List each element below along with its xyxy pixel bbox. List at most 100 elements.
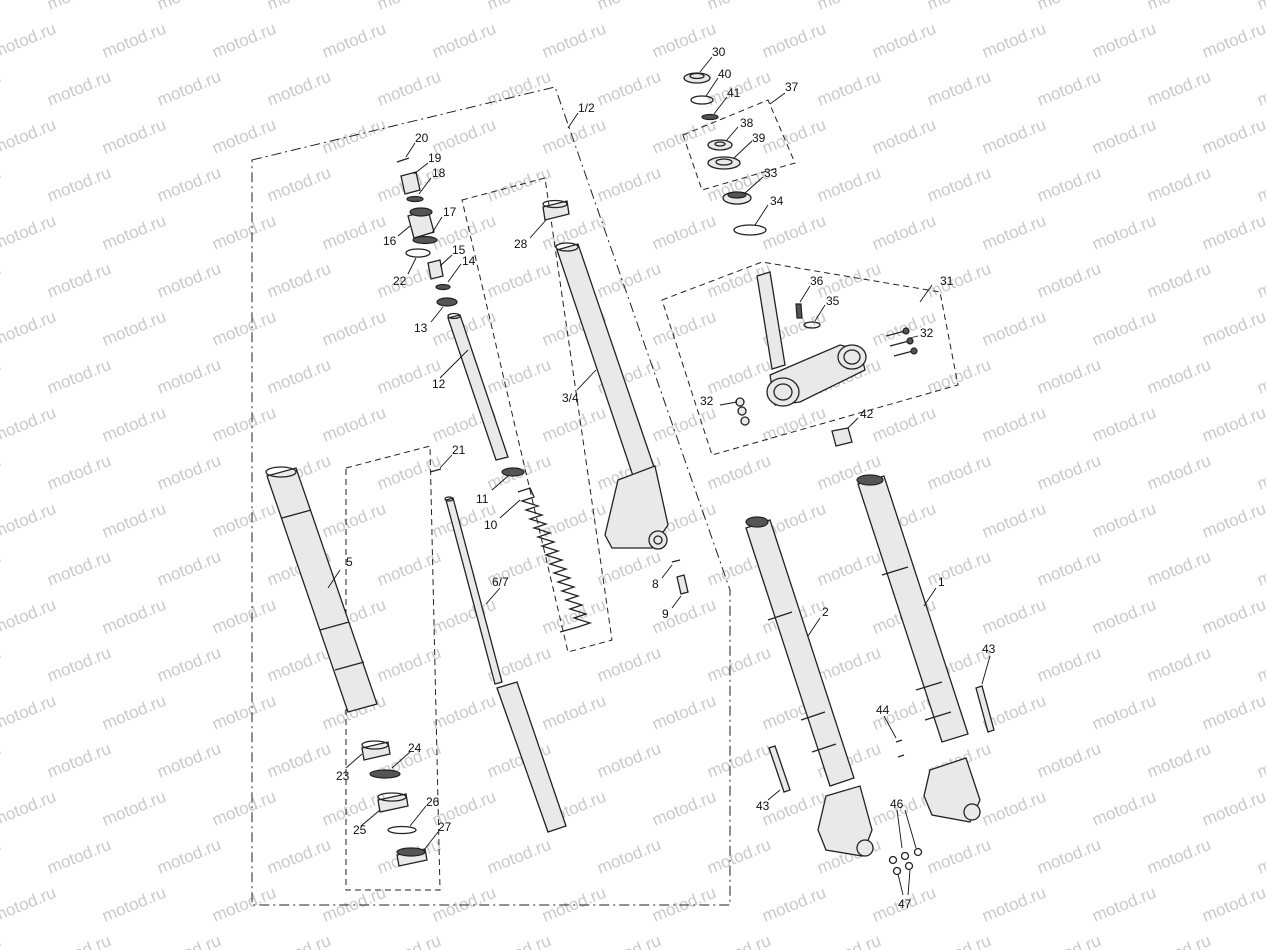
- bearing-33: [722, 191, 752, 205]
- watermark-text: motod.ru: [1199, 19, 1266, 62]
- watermark-text: motod.ru: [594, 835, 663, 878]
- watermark-text: motod.ru: [979, 403, 1048, 446]
- watermark-text: motod.ru: [649, 211, 718, 254]
- watermark-text: motod.ru: [44, 835, 113, 878]
- watermark-text: motod.ru: [704, 451, 773, 494]
- watermark-text: motod.ru: [154, 163, 223, 206]
- watermark-text: motod.ru: [1034, 547, 1103, 590]
- callout-33: 33: [764, 166, 778, 180]
- watermark-text: motod.ru: [264, 0, 333, 14]
- watermark-text: motod.ru: [1034, 259, 1103, 302]
- watermark-text: motod.ru: [1144, 547, 1213, 590]
- watermark-text: motod.ru: [759, 883, 828, 926]
- watermark-text: motod.ru: [319, 19, 388, 62]
- watermark-text: motod.ru: [264, 835, 333, 878]
- watermark-text: motod.ru: [484, 835, 553, 878]
- callout-13: 13: [414, 321, 428, 335]
- watermark-text: motod.ru: [264, 67, 333, 110]
- watermark-text: motod.ru: [0, 211, 59, 254]
- callout-31: 31: [940, 274, 954, 288]
- watermark-text: motod.ru: [0, 163, 4, 206]
- watermark-text: motod.ru: [1144, 355, 1213, 398]
- callout-43-left: 43: [756, 799, 770, 813]
- watermark-text: motod.ru: [374, 931, 443, 950]
- watermark-text: motod.ru: [594, 67, 663, 110]
- watermark-text: motod.ru: [1089, 595, 1158, 638]
- watermark-text: motod.ru: [539, 691, 608, 734]
- watermark-text: motod.ru: [759, 211, 828, 254]
- callout-20: 20: [415, 131, 429, 145]
- callout-19: 19: [428, 151, 442, 165]
- callout-1-2: 1/2: [578, 101, 595, 115]
- watermark-text: motod.ru: [979, 307, 1048, 350]
- watermark-text: motod.ru: [1089, 787, 1158, 830]
- watermark-text: motod.ru: [154, 67, 223, 110]
- callout-11: 11: [476, 492, 489, 506]
- watermark-text: motod.ru: [869, 115, 938, 158]
- watermark-text: motod.ru: [814, 163, 883, 206]
- watermark-text: motod.ru: [44, 931, 113, 950]
- watermark-text: motod.ru: [1254, 643, 1266, 686]
- spacer-13: [436, 297, 458, 307]
- watermark-text: motod.ru: [1089, 883, 1158, 926]
- watermark-text: motod.ru: [264, 931, 333, 950]
- bushing-25: [377, 792, 409, 813]
- spacer-tube-12: [447, 312, 509, 461]
- watermark-text: motod.ru: [539, 499, 608, 542]
- watermark-text: motod.ru: [594, 643, 663, 686]
- watermark-text: motod.ru: [1199, 499, 1266, 542]
- watermark-text: motod.ru: [0, 115, 59, 158]
- watermark-text: motod.ru: [979, 883, 1048, 926]
- callout-labels: 30 40 41 37 38 39 33 34 36 35 31 32 32 4…: [336, 45, 996, 911]
- watermark-text: motod.ru: [319, 883, 388, 926]
- watermark-text: motod.ru: [1089, 691, 1158, 734]
- watermark-text: motod.ru: [484, 931, 553, 950]
- watermark-text: motod.ru: [594, 0, 663, 14]
- callout-17: 17: [443, 205, 457, 219]
- watermark-text: motod.ru: [759, 403, 828, 446]
- watermark-text: motod.ru: [264, 643, 333, 686]
- bolt-36: [795, 303, 803, 319]
- watermark-text: motod.ru: [44, 163, 113, 206]
- watermark-text: motod.ru: [209, 787, 278, 830]
- watermark-text: motod.ru: [814, 547, 883, 590]
- watermark-text: motod.ru: [484, 355, 553, 398]
- washer-35: [803, 321, 821, 329]
- watermark-text: motod.ru: [99, 595, 168, 638]
- watermark-text: motod.ru: [1199, 307, 1266, 350]
- watermark-text: motod.ru: [319, 499, 388, 542]
- watermark-text: motod.ru: [44, 67, 113, 110]
- watermark-text: motod.ru: [1199, 691, 1266, 734]
- watermark-text: motod.ru: [924, 835, 993, 878]
- spring-10: [517, 487, 593, 633]
- watermark-text: motod.ru: [154, 259, 223, 302]
- watermark-text: motod.ru: [539, 115, 608, 158]
- watermark-text: motod.ru: [814, 643, 883, 686]
- watermark-text: motod.ru: [924, 931, 993, 950]
- seal-34: [733, 224, 767, 236]
- watermark-text: motod.ru: [0, 643, 4, 686]
- watermark-text: motod.ru: [154, 739, 223, 782]
- callout-15: 15: [452, 243, 466, 257]
- callout-32-right: 32: [920, 326, 934, 340]
- watermark-text: motod.ru: [154, 931, 223, 950]
- watermark-text: motod.ru: [209, 595, 278, 638]
- watermark-text: motod.ru: [1034, 451, 1103, 494]
- ring-41: [701, 113, 719, 121]
- fork-cap-16: [407, 207, 435, 239]
- watermark-text: motod.ru: [99, 19, 168, 62]
- callout-22: 22: [393, 274, 407, 288]
- watermark-text: motod.ru: [99, 211, 168, 254]
- watermark-text: motod.ru: [319, 307, 388, 350]
- watermark-text: motod.ru: [649, 883, 718, 926]
- watermark-text: motod.ru: [704, 355, 773, 398]
- watermark-text: motod.ru: [924, 547, 993, 590]
- watermark-text: motod.ru: [44, 355, 113, 398]
- watermark-text: motod.ru: [649, 595, 718, 638]
- callout-18: 18: [432, 166, 446, 180]
- watermark-text: motod.ru: [759, 19, 828, 62]
- watermark-text: motod.ru: [1254, 163, 1266, 206]
- callout-6-7: 6/7: [492, 575, 509, 589]
- watermark-text: motod.ru: [704, 739, 773, 782]
- watermark-text: motod.ru: [814, 67, 883, 110]
